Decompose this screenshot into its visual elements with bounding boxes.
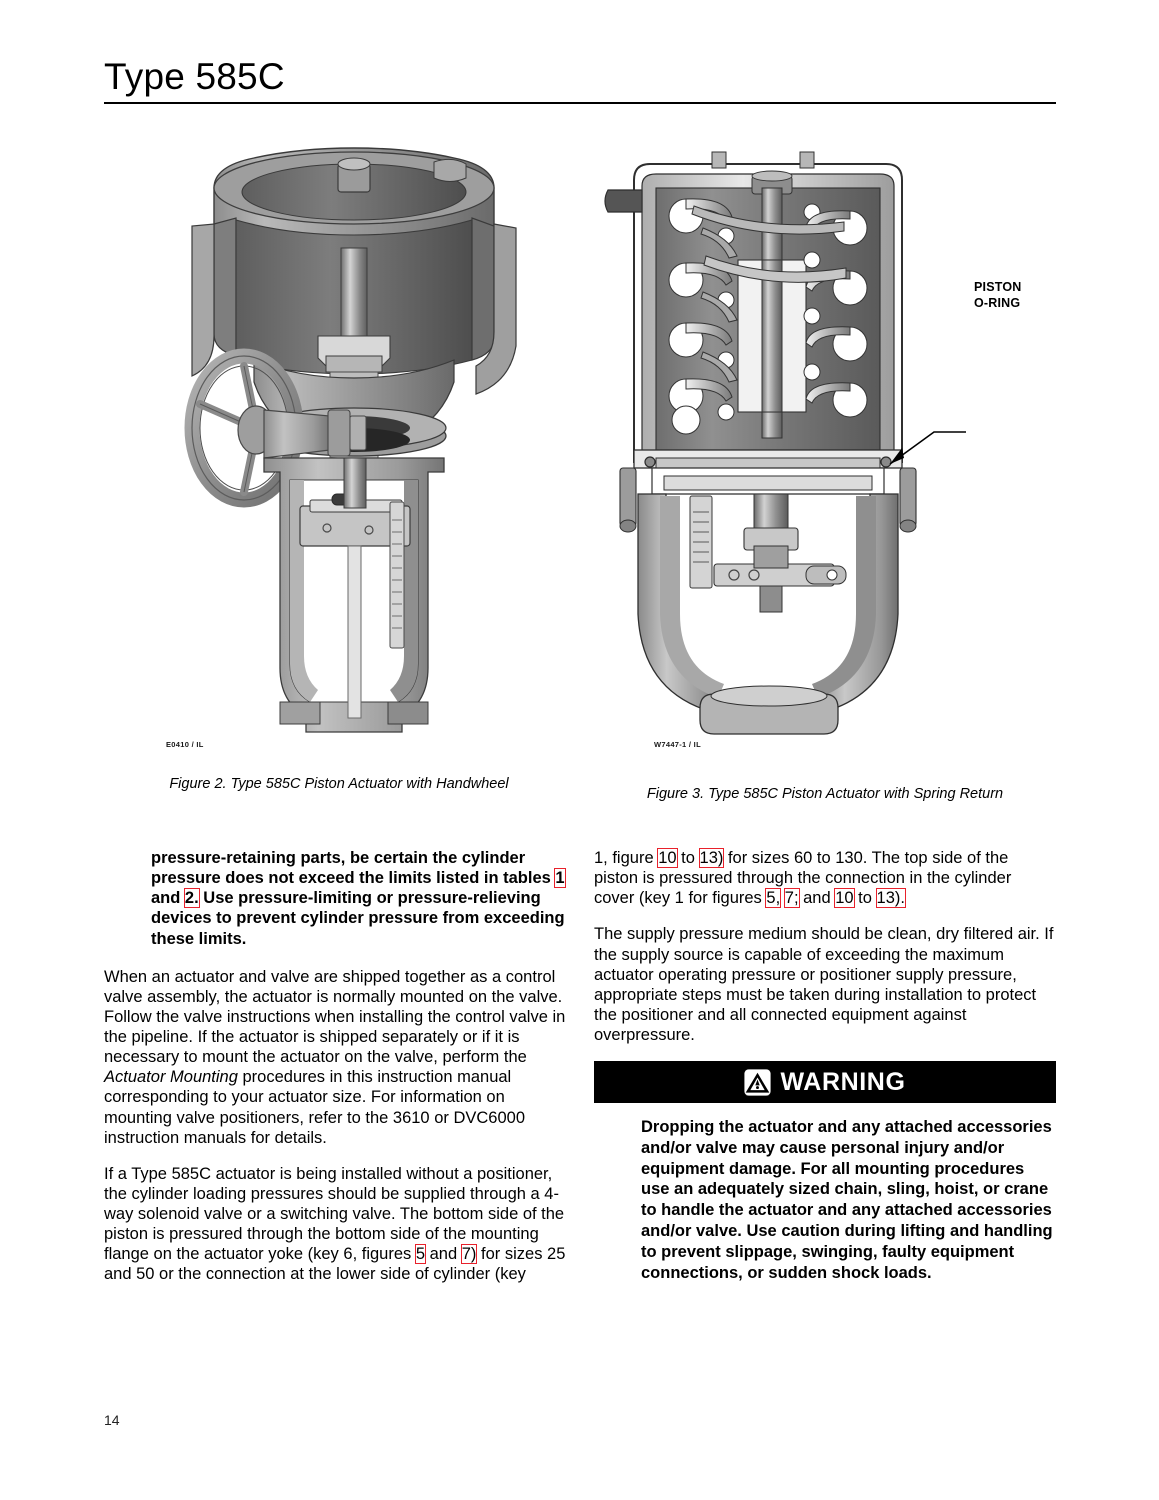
figure-7-link-2[interactable]: 7; [783, 888, 800, 909]
piston-o-ring-callout: PISTON O-RING [974, 280, 1022, 311]
warning-triangle-icon [744, 1069, 772, 1096]
table-2-link[interactable]: 2. [183, 888, 200, 909]
warn-text-b: and [151, 889, 185, 908]
left-paragraph-2: If a Type 585C actuator is being install… [104, 1164, 566, 1285]
header-divider [104, 101, 1056, 104]
figure-3-block: PISTON O-RING W7447-1 / IL Figure 3. Typ… [594, 128, 1056, 808]
warn-text-c: Use pressure-limiting or pressure-reliev… [151, 889, 565, 948]
lp2-part1: If a Type 585C actuator is being install… [104, 1164, 565, 1264]
figure-3-illustration [594, 128, 1056, 743]
right-paragraph-1: 1, figure 10 to 13) for sizes 60 to 130.… [594, 848, 1056, 909]
figure-5-link[interactable]: 5 [414, 1244, 427, 1265]
rp1-part5: and [798, 889, 836, 908]
lp2-part2: and [425, 1245, 462, 1264]
figure-5-link-2[interactable]: 5, [765, 888, 782, 909]
figure-10-link-2[interactable]: 10 [834, 888, 855, 909]
lp1-part2: procedures in this instruction manual co… [104, 1068, 525, 1147]
warning-body-text: Dropping the actuator and any attached a… [641, 1118, 1053, 1282]
callout-line-2: O-RING [974, 295, 1021, 310]
rp1-part6: to [853, 889, 877, 908]
warning-continuation-block: pressure-retaining parts, be certain the… [151, 848, 566, 949]
figure-2-art-code: E0410 / IL [166, 740, 204, 749]
warning-banner-label: WARNING [780, 1067, 906, 1096]
figure-2-caption: Figure 2. Type 585C Piston Actuator with… [169, 776, 509, 792]
lp2-part3: for sizes 25 and 50 or the connection at… [104, 1245, 566, 1284]
left-column: pressure-retaining parts, be certain the… [104, 848, 566, 1301]
figure-13-link-2[interactable]: 13). [875, 888, 906, 909]
figure-7-link[interactable]: 7) [460, 1244, 478, 1265]
figure-3-art-code: W7447-1 / IL [654, 740, 701, 749]
figure-10-link[interactable]: 10 [657, 848, 678, 868]
figure-2-block: E0410 / IL Figure 2. Type 585C Piston Ac… [104, 128, 574, 808]
warn-text-a: pressure-retaining parts, be certain the… [151, 849, 556, 888]
figures-region: E0410 / IL Figure 2. Type 585C Piston Ac… [104, 128, 1056, 808]
actuator-mounting-italic: Actuator Mounting [104, 1068, 238, 1087]
rp1-part3: for sizes 60 to 130. The top side of the… [594, 849, 1012, 908]
rp1-part1: 1, figure [594, 849, 659, 867]
figure-13-link[interactable]: 13) [698, 848, 725, 868]
page-header: Type 585C [104, 56, 1056, 104]
figure-3-caption: Figure 3. Type 585C Piston Actuator with… [646, 786, 1004, 802]
right-column: 1, figure 10 to 13) for sizes 60 to 130.… [594, 848, 1056, 1283]
rp1-part2: to [676, 849, 700, 867]
left-paragraph-1: When an actuator and valve are shipped t… [104, 967, 566, 1148]
right-paragraph-2: The supply pressure medium should be cle… [594, 925, 1054, 1044]
figure-2-illustration [104, 128, 574, 743]
callout-line-1: PISTON [974, 280, 1022, 294]
warning-continuation-paragraph: pressure-retaining parts, be certain the… [151, 848, 566, 949]
page-title: Type 585C [104, 56, 285, 97]
page-number: 14 [104, 1412, 120, 1428]
warning-banner: WARNING [594, 1061, 1056, 1104]
table-1-link[interactable]: 1 [554, 868, 566, 889]
lp1-part1: When an actuator and valve are shipped t… [104, 967, 566, 1067]
